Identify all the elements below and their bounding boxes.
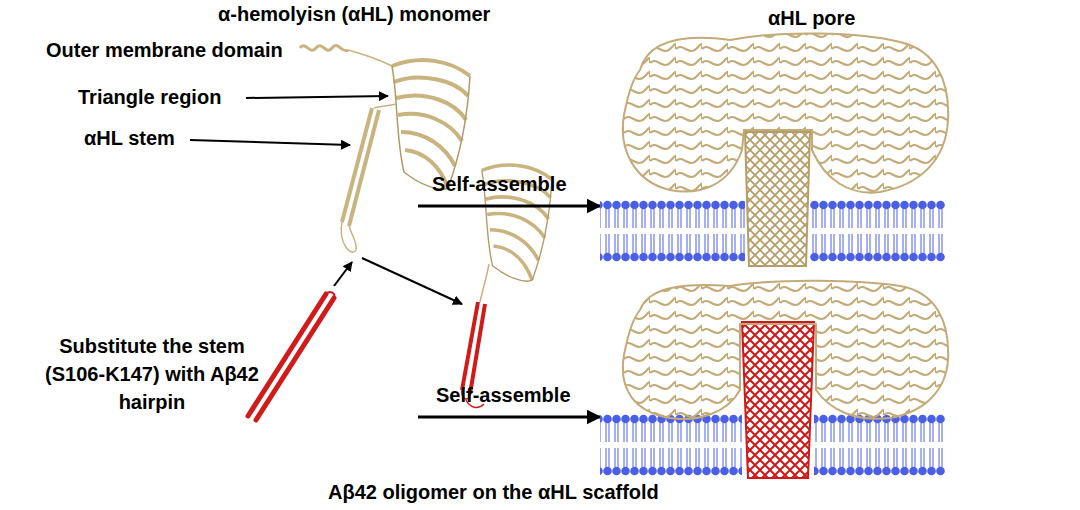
ahl-pore [600,33,948,266]
step-label: Self-assemble [432,170,567,198]
figure-heading: αHL pore [768,4,856,32]
self-assemble-arrow [418,416,600,419]
leader-arrow [190,140,350,145]
step-label: Substitute the stem (S106-K147) with Aβ4… [30,332,274,416]
abeta-oligomer-pore [600,281,948,478]
part-label: Outer membrane domain [46,36,283,64]
figure-heading: Aβ42 oligomer on the αHL scaffold [328,478,659,506]
figure-heading: α-hemolyisn (αHL) monomer [218,0,490,28]
monomer-structure [300,45,470,252]
chimera-monomer [462,165,552,407]
part-label: Triangle region [78,83,221,111]
substitute-arrow [334,262,352,286]
self-assemble-arrow [418,205,600,208]
step-label: Self-assemble [436,381,571,409]
leader-arrow [246,96,388,98]
abeta-hairpin [248,292,334,420]
part-label: αHL stem [84,124,175,152]
result-arrow [362,258,462,304]
